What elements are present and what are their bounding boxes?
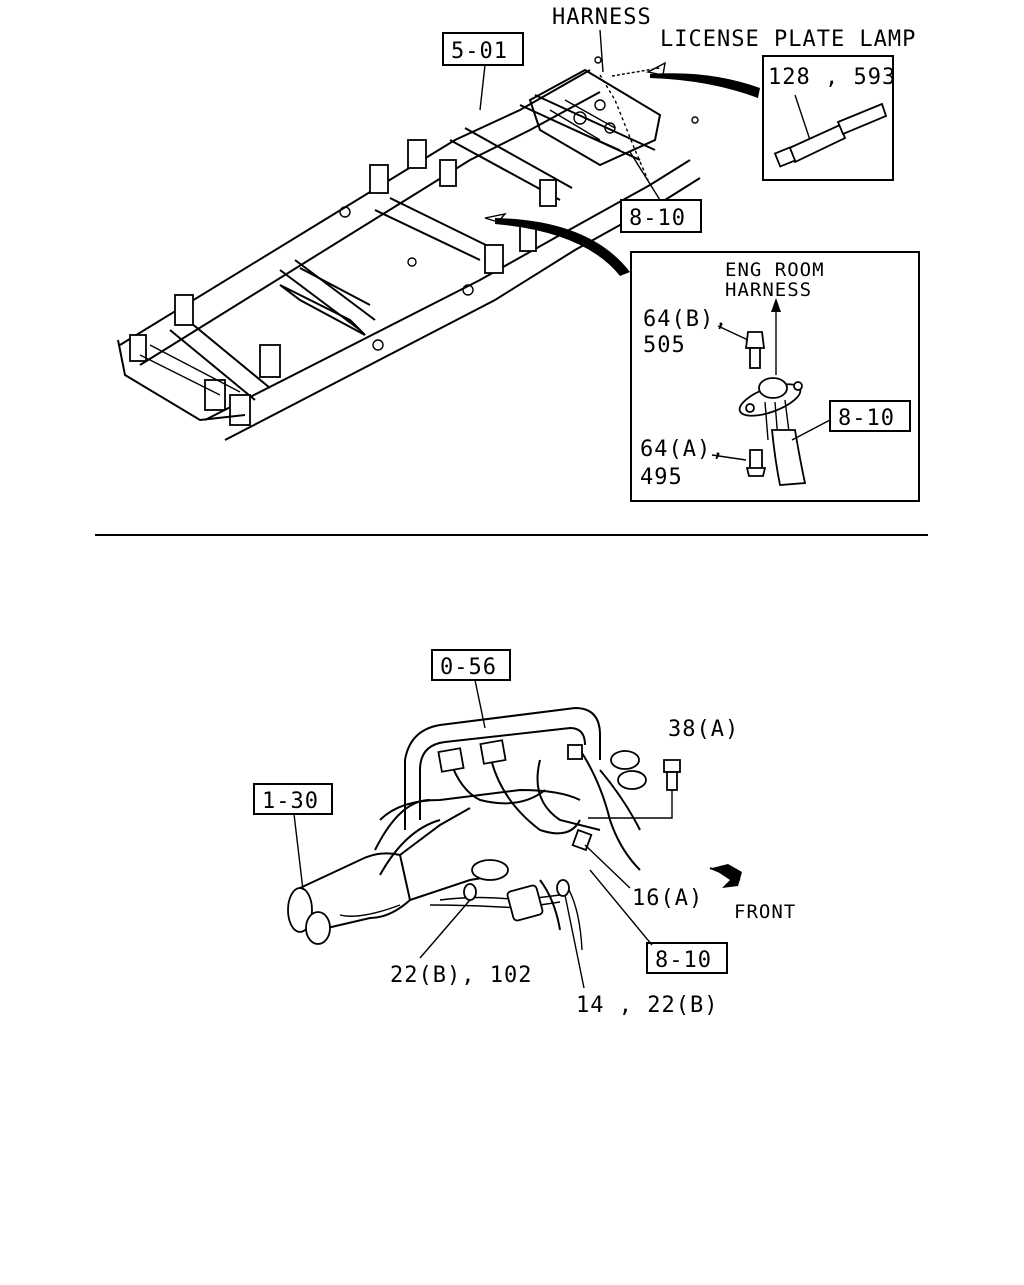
front-arrow-icon xyxy=(712,864,742,888)
lamp-part-numbers: 128 , 593 xyxy=(768,65,896,90)
clip-14-22b-label: 14 , 22(B) xyxy=(576,993,718,1018)
clip-ref-callout-top: 8-10 xyxy=(620,151,702,233)
bolt-495-label: 495 xyxy=(640,465,683,490)
ref-8-10-top-label: 8-10 xyxy=(629,206,686,231)
ref-8-10-detail-label: 8-10 xyxy=(838,406,895,431)
bolt-64a-icon xyxy=(745,449,767,477)
frame-ref-box: 5-01 xyxy=(442,32,524,111)
bolt-64b-icon xyxy=(744,331,766,369)
clip-16a-callout: 16(A) xyxy=(584,844,703,911)
leader-arrow-icon xyxy=(650,73,760,98)
bolt-38a-label: 38(A) xyxy=(668,717,739,742)
bolt-38a-callout: 38(A) xyxy=(588,717,739,819)
front-indicator: FRONT xyxy=(709,864,796,923)
license-plate-lamp-callout: LICENSE PLATE LAMP xyxy=(611,27,916,77)
ref-box-5-01 xyxy=(442,32,524,66)
harness-label: HARNESS xyxy=(552,5,652,30)
muffler-icon xyxy=(287,852,412,945)
tank-exhaust-drawing xyxy=(287,706,647,951)
clip-8-10-icon xyxy=(771,429,807,486)
bolt-38a-icon xyxy=(663,759,681,791)
bolt-64b-label: 64(B), xyxy=(643,307,728,332)
clip-22b-102-callout: 22(B), 102 xyxy=(390,899,532,988)
harness-callout: HARNESS xyxy=(552,5,652,73)
up-arrow-icon xyxy=(771,298,781,312)
clip-14-22b-callout: 14 , 22(B) xyxy=(564,894,718,1018)
lamp-detail-box: 128 , 593 xyxy=(650,55,896,181)
eng-room-harness-detail: ENG ROOM HARNESS 64(B), 505 8-10 64(A), … xyxy=(495,218,920,502)
exhaust-ref-callout: 1-30 xyxy=(253,783,333,891)
grommet-icon xyxy=(738,377,803,417)
bolt-64a-label: 64(A), xyxy=(640,437,725,462)
ref-5-01-label: 5-01 xyxy=(451,39,508,64)
clip-22b-102-label: 22(B), 102 xyxy=(390,963,532,988)
clip-ref-callout-bottom: 8-10 xyxy=(589,869,728,974)
front-label: FRONT xyxy=(734,901,796,923)
eng-room-label: ENG ROOM xyxy=(725,259,825,281)
ref-8-10-bottom-label: 8-10 xyxy=(655,948,712,973)
clip-16a-label: 16(A) xyxy=(632,886,703,911)
bolt-505-label: 505 xyxy=(643,333,686,358)
chassis-frame-drawing xyxy=(117,56,701,441)
license-plate-lamp-label: LICENSE PLATE LAMP xyxy=(660,27,916,52)
harness-detail-label: HARNESS xyxy=(725,279,812,301)
tank-ref-callout: 0-56 xyxy=(431,649,511,729)
ref-0-56-label: 0-56 xyxy=(440,655,497,680)
ref-1-30-label: 1-30 xyxy=(262,789,319,814)
detail-leader-arrow-icon xyxy=(495,218,630,276)
